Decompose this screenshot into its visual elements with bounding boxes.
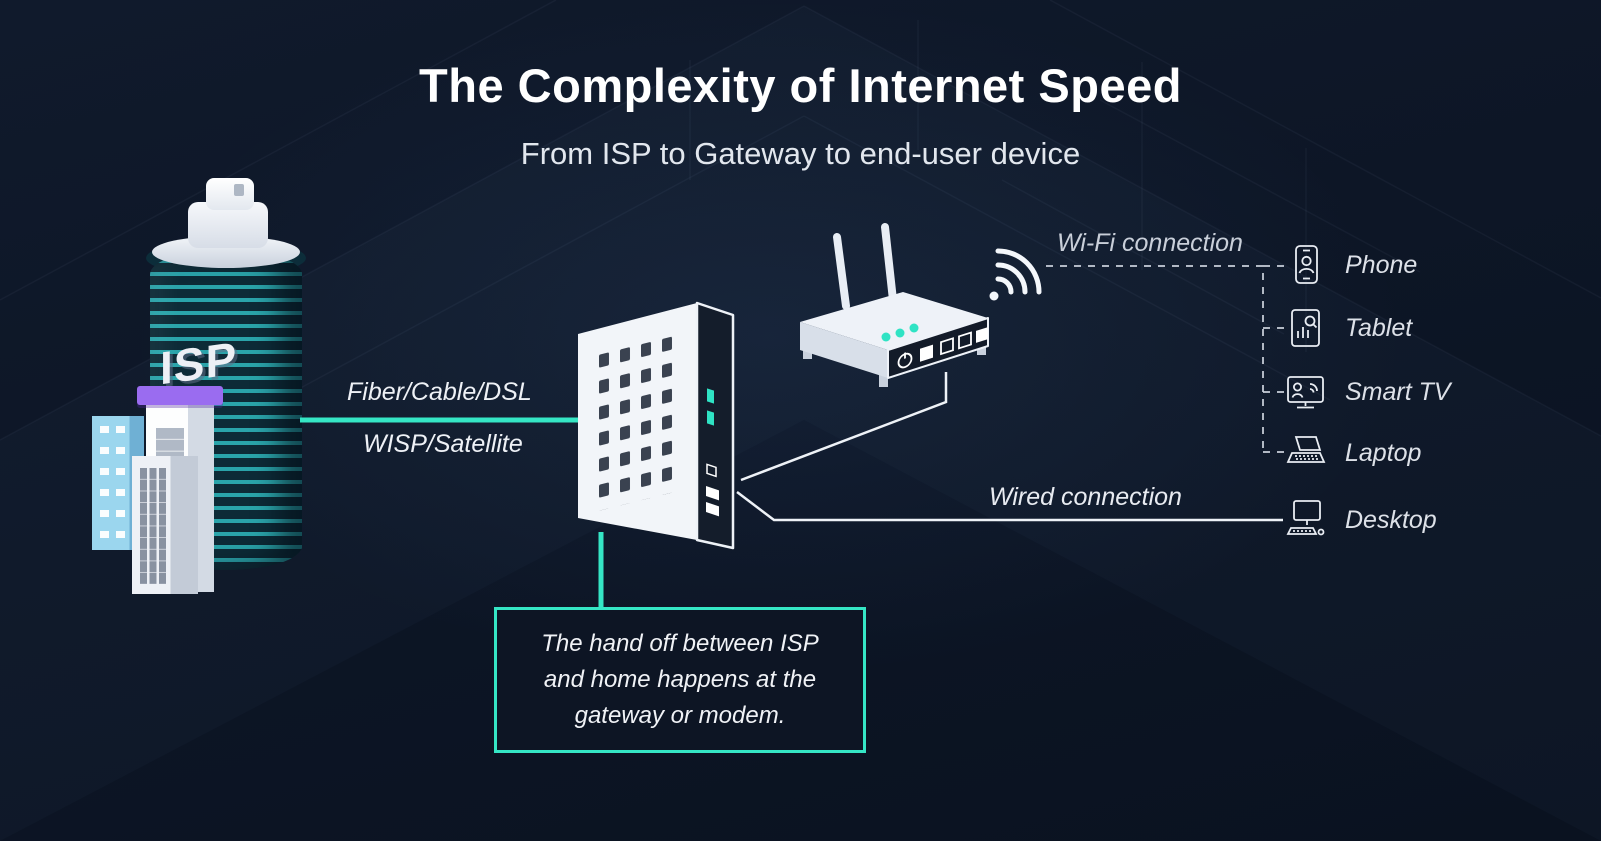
wifi-router: [800, 223, 989, 387]
router-led: [909, 323, 919, 333]
modem-led: [707, 410, 714, 426]
page-subtitle: From ISP to Gateway to end-user device: [520, 136, 1081, 171]
router-modem-cable: [740, 372, 948, 482]
building-windows: [100, 426, 109, 542]
page-title: The Complexity of Internet Speed: [419, 59, 1182, 112]
isp-link-label-2: WISP/Satellite: [363, 430, 523, 458]
antenna-icon: [833, 233, 850, 310]
device-laptop: Laptop: [1283, 429, 1421, 477]
device-phone: Phone: [1283, 241, 1417, 289]
modem-led: [707, 388, 714, 404]
callout-text: The hand off between ISP and home happen…: [541, 630, 819, 729]
building-windows: [140, 468, 166, 584]
router-port: [920, 344, 933, 362]
modem-port: [706, 501, 719, 517]
purple-roof: [137, 386, 223, 405]
device-label: Tablet: [1345, 313, 1413, 342]
device-label: Phone: [1345, 250, 1418, 279]
building-windows: [116, 426, 125, 542]
isp-link-label-1: Fiber/Cable/DSL: [347, 378, 532, 406]
wired-connection-label: Wired connection: [989, 483, 1182, 511]
isp-roof-unit-top: [206, 178, 254, 210]
router-port: [958, 331, 972, 350]
device-label: Laptop: [1345, 438, 1422, 467]
antenna-icon: [881, 223, 897, 304]
wifi-signal-icon: [989, 248, 1042, 301]
small-building-gray: [132, 456, 198, 594]
modem-port: [706, 485, 719, 501]
wifi-dashed-lines: [1046, 265, 1286, 453]
modem-gateway: [578, 301, 735, 550]
router-port: [940, 337, 954, 356]
router-led: [881, 332, 891, 342]
isp-roof-vent: [234, 184, 244, 196]
device-label: Desktop: [1345, 505, 1437, 534]
modem-button: [706, 463, 717, 478]
isp-building: ISP: [88, 178, 338, 596]
device-smart-tv: Smart TV: [1283, 368, 1451, 416]
wifi-connection-label: Wi-Fi connection: [1057, 229, 1243, 257]
phone-icon: [1283, 242, 1329, 288]
tablet-icon: [1283, 305, 1329, 351]
router-led: [895, 328, 905, 338]
device-label: Smart TV: [1345, 377, 1451, 406]
wired-line: [736, 491, 1283, 522]
device-desktop: Desktop: [1283, 496, 1437, 544]
device-tablet: Tablet: [1283, 304, 1412, 352]
desktop-icon: [1283, 497, 1329, 543]
router-port: [976, 327, 988, 343]
callout-box: The hand off between ISP and home happen…: [494, 607, 866, 753]
laptop-icon: [1283, 430, 1329, 476]
smart-tv-icon: [1283, 369, 1329, 415]
